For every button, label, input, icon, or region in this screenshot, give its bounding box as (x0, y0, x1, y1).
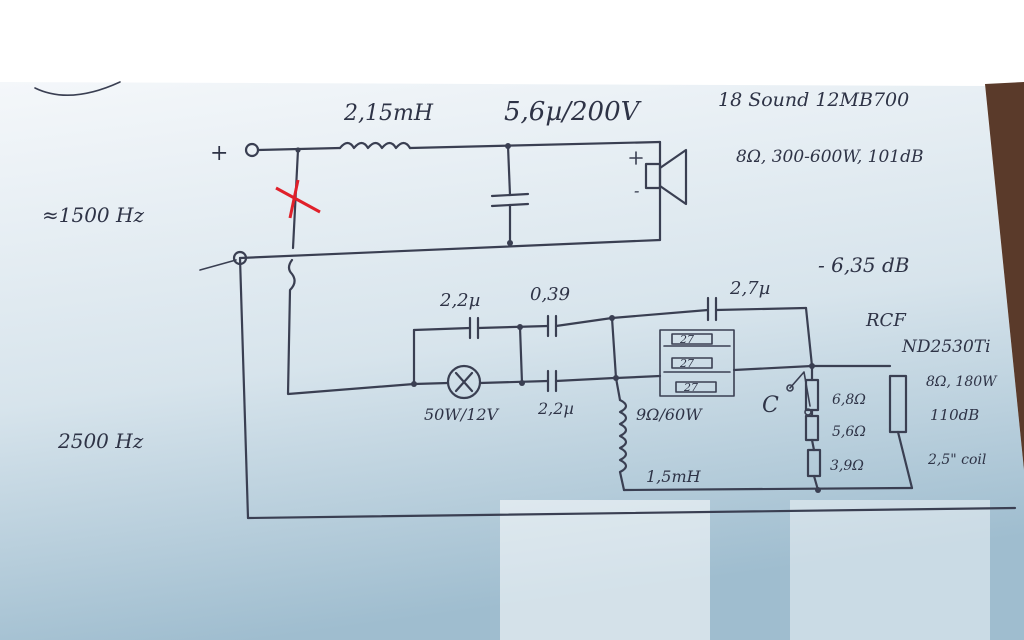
woofer-section (199, 140, 688, 271)
label-driver-power: 8Ω, 180W (926, 374, 998, 390)
inductor-top-icon (338, 141, 412, 150)
label-freq-low: ≈1500 Hz (42, 203, 144, 227)
label-r-b: 5,6Ω (832, 424, 866, 440)
label-resistor-3: 27 (683, 381, 698, 394)
label-cap-c: 2,7µ (729, 278, 770, 299)
inductor-bottom-icon (618, 398, 628, 474)
label-cap-top: 5,6µ/200V (504, 97, 642, 127)
label-lamp: 50W/12V (424, 405, 500, 424)
capacitor-top-icon (490, 192, 530, 198)
table-edge (985, 82, 1024, 470)
label-resistor-2: 27 (679, 357, 694, 370)
label-freq-high: 2500 Hz (57, 429, 144, 453)
scribble (34, 81, 121, 96)
label-driver-db: 110dB (930, 406, 979, 424)
paper-sheet (0, 82, 1024, 640)
label-driver-model: ND2530Ti (901, 337, 991, 357)
blank-patch (500, 500, 710, 640)
label-cap-b: 0,39 (530, 284, 570, 305)
label-r-a: 6,8Ω (832, 392, 866, 408)
label-driver-coil: 2,5" coil (927, 452, 986, 468)
label-r-c: 3,9Ω (830, 458, 864, 474)
label-resistor-1: 27 (679, 333, 694, 346)
label-inductor-top: 2,15mH (343, 101, 434, 126)
label-inductor-bottom: 1,5mH (646, 467, 702, 486)
label-minus: - (634, 181, 639, 200)
label-plus: + (210, 141, 228, 166)
label-attenuation: - 6,35 dB (818, 253, 910, 277)
speaker-icon (629, 148, 688, 206)
blank-patch (790, 500, 990, 640)
label-woofer-model: 18 Sound 12MB700 (718, 89, 909, 111)
label-woofer-spec: 8Ω, 300-600W, 101dB (736, 147, 924, 167)
label-driver-brand: RCF (865, 310, 907, 331)
red-x-mark (275, 179, 321, 219)
label-switch: C (762, 393, 779, 418)
label-cap-a: 2,2µ (439, 290, 480, 311)
resistor-bank (659, 329, 735, 397)
tweeter-section (238, 256, 1017, 520)
label-resistor-group: 9Ω/60W (636, 405, 703, 424)
label-cap-d: 2,2µ (537, 399, 574, 418)
